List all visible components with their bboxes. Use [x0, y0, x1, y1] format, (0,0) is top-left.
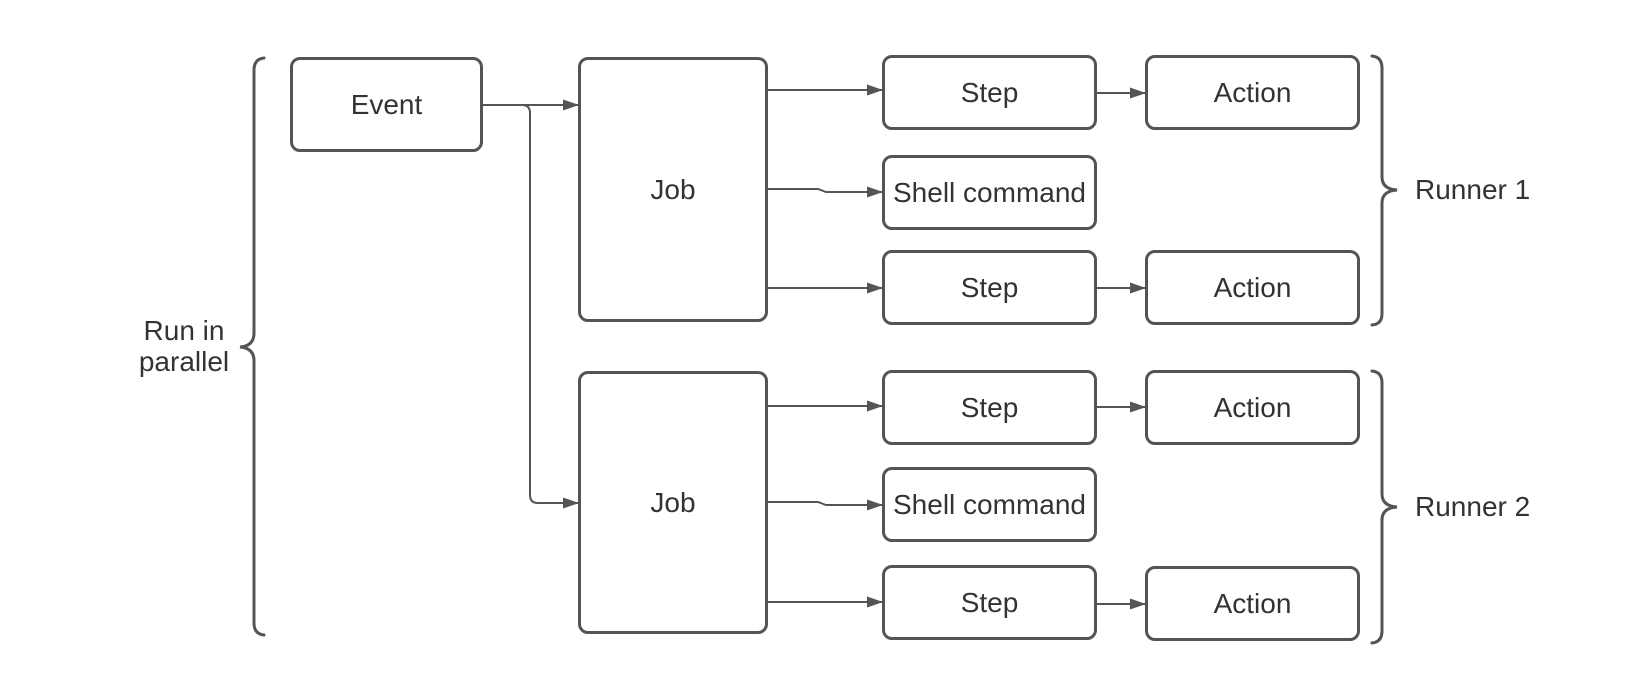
node-job-2: Job [578, 371, 768, 634]
node-shell-command-1: Shell command [882, 155, 1097, 230]
node-step-2-1: Step [882, 370, 1097, 445]
label-run-in-parallel-line1: Run in [143, 315, 225, 346]
arrow-event-to-job2 [521, 104, 579, 509]
node-step-1-1: Step [882, 55, 1097, 130]
node-step-1-2: Step [882, 250, 1097, 325]
brace-runner-2 [1370, 369, 1398, 645]
node-shell-command-2: Shell command [882, 467, 1097, 542]
arrow-job2-to-shell [768, 499, 883, 511]
brace-runner-1 [1370, 54, 1398, 327]
label-runner-1: Runner 1 [1415, 174, 1531, 205]
node-event: Event [290, 57, 483, 152]
node-action-1-1: Action [1145, 55, 1360, 130]
node-step-2-2: Step [882, 565, 1097, 640]
label-runner-2: Runner 2 [1415, 491, 1531, 522]
arrow-job1-to-shell [768, 186, 883, 198]
node-action-2-2: Action [1145, 566, 1360, 641]
brace-run-in-parallel [239, 56, 266, 637]
node-job-1: Job [578, 57, 768, 322]
node-action-1-2: Action [1145, 250, 1360, 325]
node-action-2-1: Action [1145, 370, 1360, 445]
label-run-in-parallel-line2: parallel [138, 346, 230, 377]
label-run-in-parallel: Run in parallel [108, 315, 260, 377]
